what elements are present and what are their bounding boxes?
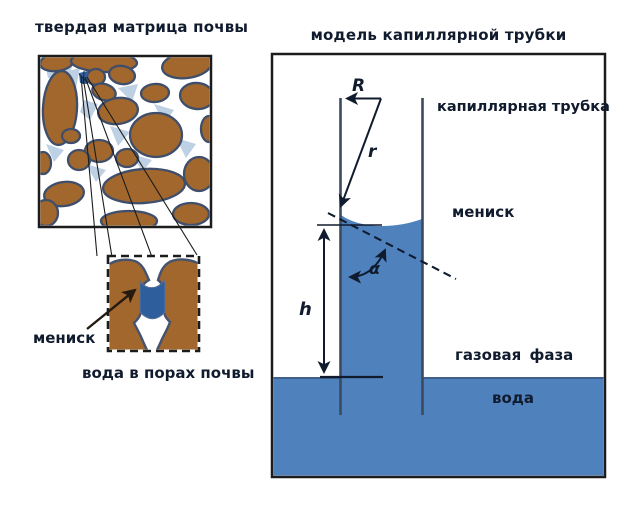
fan-line [80,75,98,257]
capillary-tube-label: капиллярная трубка [437,99,610,115]
soil-particle [41,69,79,147]
radius-r-arrow [338,98,382,208]
symbol-meniscus-radius: r [368,142,377,162]
zoom-fan-lines [80,75,198,258]
fan-line [82,76,113,258]
right-panel-title: модель капиллярной трубки [310,26,567,44]
fan-line [84,76,153,258]
soil-particle [66,148,92,172]
inset-pore-water [139,278,166,320]
soil-particle [60,127,82,145]
pore-accent [110,126,130,146]
pore-accent [118,84,138,102]
soil-particle [40,150,53,176]
symbol-tube-radius: R [352,76,366,96]
soil-particles [40,57,210,226]
meniscus-label-left: мениск [33,329,96,347]
meniscus-label-right: мениск [452,203,515,221]
soil-particle [178,81,210,111]
soil-particle [40,198,60,226]
water-body [273,378,604,476]
soil-particle [139,82,171,104]
soil-particle [99,209,159,226]
soil-particle [42,180,86,208]
inset-pore [109,258,198,350]
soil-particle [161,57,210,80]
contact-angle-arc [348,248,387,284]
left-panel-title: твердая матрица почвы [35,18,249,36]
pore-accent [46,144,64,162]
symbol-contact-angle: α [369,259,380,278]
capillary-tube-water [341,215,422,475]
symbol-capillary-height: h [299,299,312,320]
soil-particle [199,114,210,144]
pore-water-caption: вода в порах почвы [82,364,255,382]
soil-particle [171,201,210,226]
soil-particle [182,155,210,193]
soil-particle [101,167,187,205]
soil-particle [107,64,137,86]
soil-particle [114,147,140,169]
water-label: вода [492,389,535,407]
tangent-dashed-line [327,212,457,280]
meniscus-pointer-arrow [86,288,137,330]
gas-phase-label: газовая фаза [455,346,574,364]
soil-particle [128,111,184,159]
pore-accent [86,164,106,182]
fan-line [86,76,198,256]
